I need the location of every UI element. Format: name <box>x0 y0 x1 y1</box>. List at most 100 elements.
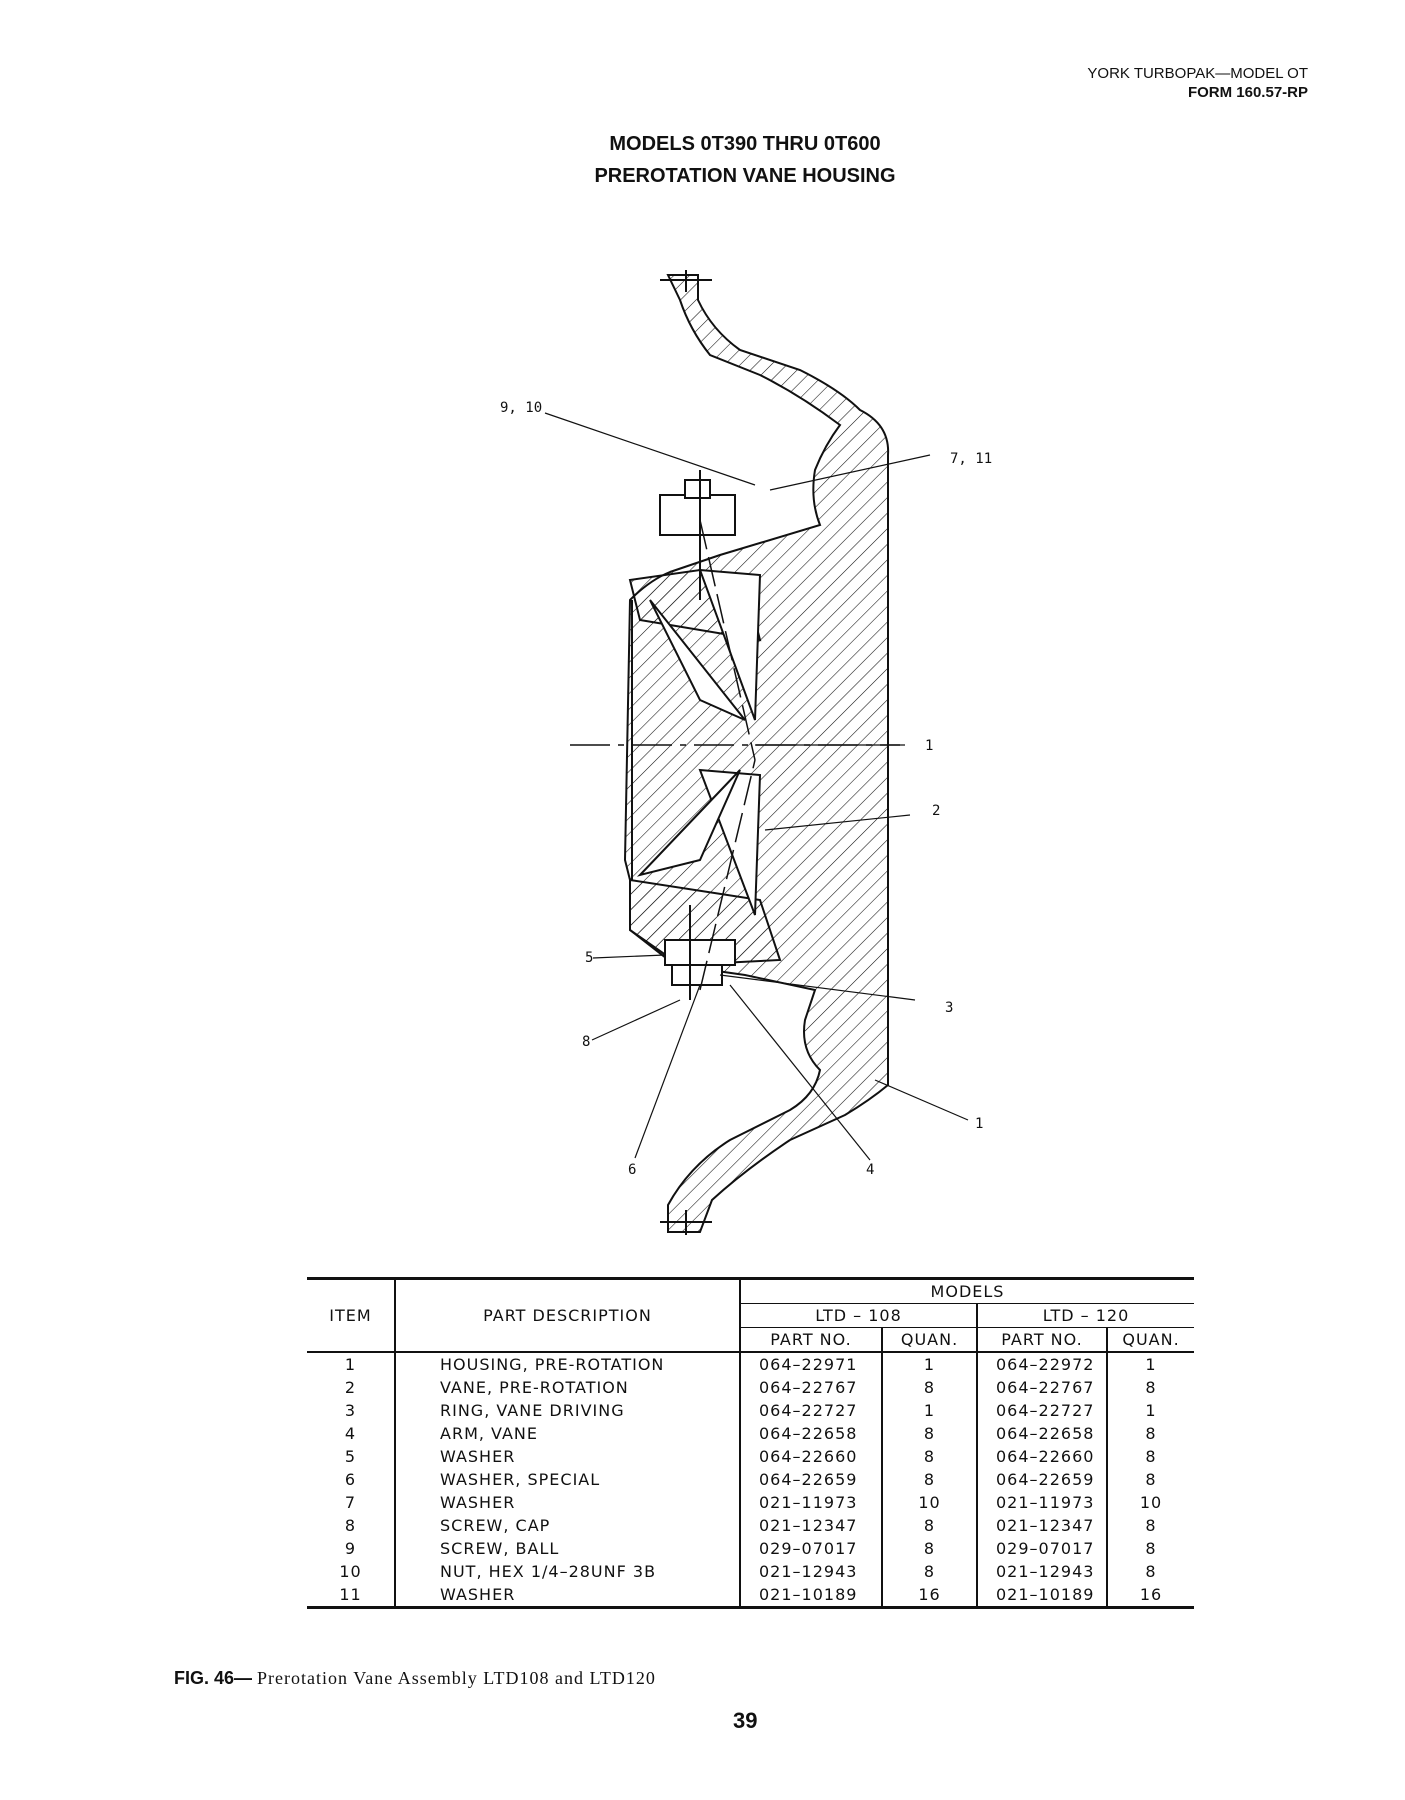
page-header: YORK TURBOPAK—MODEL OT FORM 160.57-RP <box>1087 64 1308 102</box>
page-number: 39 <box>733 1708 758 1733</box>
table-cell-qa: 16 <box>882 1583 978 1609</box>
table-cell-qb: 8 <box>1145 1562 1157 1581</box>
table-cell-pb: 021–12943 <box>977 1560 1108 1583</box>
figure-caption: FIG. 46— Prerotation Vane Assembly LTD10… <box>174 1668 656 1689</box>
header-series: YORK TURBOPAK—MODEL OT <box>1087 65 1308 82</box>
table-cell-qb: 8 <box>1145 1378 1157 1397</box>
table-cell-pa: 064–22971 <box>740 1351 883 1376</box>
table-cell-pa: 064–22660 <box>740 1445 883 1468</box>
table-cell-pa: 064–22767 <box>740 1376 883 1399</box>
title-line-1: MODELS 0T390 THRU 0T600 <box>609 133 881 155</box>
table-cell-pb: 064–22767 <box>977 1376 1108 1399</box>
table-cell-desc: ARM, VANE <box>395 1422 741 1445</box>
table-cell-qa: 8 <box>882 1468 978 1491</box>
table-cell-qa: 1 <box>882 1351 978 1376</box>
table-cell-desc: WASHER <box>395 1445 741 1468</box>
vane-shaft-assemblies <box>659 470 736 1000</box>
table-cell-pa: 064–22659 <box>740 1468 883 1491</box>
table-cell-item: 8 <box>307 1514 396 1537</box>
table-cell-pa: 021–12347 <box>740 1514 883 1537</box>
table-cell-qa: 10 <box>882 1491 978 1514</box>
callout-7-11: 7, 11 <box>950 451 992 467</box>
table-cell-qa: 8 <box>882 1514 978 1537</box>
table-cell-pb: 064–22658 <box>977 1422 1108 1445</box>
table-cell-item: 7 <box>307 1491 396 1514</box>
table-cell-qa: 8 <box>882 1445 978 1468</box>
item-column-header: ITEM <box>307 1277 396 1352</box>
table-cell-qb: 8 <box>1145 1470 1157 1489</box>
table-cell-item: 11 <box>307 1583 396 1609</box>
table-cell-desc: HOUSING, PRE-ROTATION <box>395 1351 741 1376</box>
table-cell-desc: WASHER <box>395 1583 741 1609</box>
table-cell-desc: WASHER <box>395 1491 741 1514</box>
partno-ltd108-header: PART NO. <box>740 1327 883 1352</box>
callout-9-10: 9, 10 <box>500 400 542 416</box>
leader-lines <box>544 412 969 1161</box>
table-cell-pb: 064–22972 <box>977 1351 1108 1376</box>
table-cell-pa: 021–10189 <box>740 1583 883 1609</box>
table-cell-pa: 064–22727 <box>740 1399 883 1422</box>
table-cell-qb: 8 <box>1145 1424 1157 1443</box>
table-cell-pb: 029–07017 <box>977 1537 1108 1560</box>
table-cell-item: 1 <box>307 1351 396 1376</box>
table-subheader-row: PART NO. QUAN. PART NO. QUAN. <box>307 1327 1194 1352</box>
table-cell-item: 10 <box>307 1560 396 1583</box>
table-model-row: LTD – 108 LTD – 120 <box>307 1303 1194 1328</box>
callout-1-upper: 1 <box>925 738 933 754</box>
table-cell-qa: 8 <box>882 1560 978 1583</box>
table-cell-pb: 064–22660 <box>977 1445 1108 1468</box>
table-cell-pb: 064–22727 <box>977 1399 1108 1422</box>
callout-4: 4 <box>866 1162 874 1178</box>
table-cell-qa: 8 <box>882 1376 978 1399</box>
table-cell-desc: NUT, HEX 1/4–28UNF 3B <box>395 1560 741 1583</box>
title-line-2: PREROTATION VANE HOUSING <box>594 165 896 187</box>
models-header: MODELS <box>740 1277 1194 1304</box>
table-cell-qb: 8 <box>1145 1447 1157 1466</box>
callout-numbers: 9, 10 7, 11 1 2 5 3 8 1 6 4 <box>500 400 992 1178</box>
table-cell-desc: RING, VANE DRIVING <box>395 1399 741 1422</box>
table-cell-qa: 8 <box>882 1537 978 1560</box>
table-cell-qb: 16 <box>1107 1583 1194 1609</box>
page-title: MODELS 0T390 THRU 0T600 PREROTATION VANE… <box>0 128 1405 192</box>
table-cell-item: 4 <box>307 1422 396 1445</box>
parts-list-table: ITEM PART DESCRIPTION MODELS LTD – 108 L… <box>307 1277 1194 1609</box>
flange-bolts <box>660 270 712 1235</box>
callout-6: 6 <box>628 1162 636 1178</box>
table-cell-qb: 8 <box>1145 1539 1157 1558</box>
table-cell-pb: 021–11973 <box>977 1491 1108 1514</box>
table-cell-item: 3 <box>307 1399 396 1422</box>
table-cell-qa: 8 <box>882 1422 978 1445</box>
figure-caption-text: Prerotation Vane Assembly LTD108 and LTD… <box>257 1668 656 1688</box>
table-cell-pa: 021–11973 <box>740 1491 883 1514</box>
table-cell-desc: SCREW, BALL <box>395 1537 741 1560</box>
quan-ltd108-header: QUAN. <box>882 1327 978 1352</box>
table-cell-pb: 064–22659 <box>977 1468 1108 1491</box>
table-cell-item: 6 <box>307 1468 396 1491</box>
header-form-number: FORM 160.57-RP <box>1187 84 1308 101</box>
table-cell-item: 5 <box>307 1445 396 1468</box>
vane-housing-cross-section-drawing: 9, 10 7, 11 1 2 5 3 8 1 6 4 <box>500 270 992 1235</box>
table-cell-qa: 1 <box>882 1399 978 1422</box>
inner-bore <box>631 455 889 1085</box>
table-cell-desc: VANE, PRE-ROTATION <box>395 1376 741 1399</box>
table-cell-pa: 029–07017 <box>740 1537 883 1560</box>
callout-8: 8 <box>582 1034 590 1050</box>
quan-ltd120-header: QUAN. <box>1122 1330 1180 1349</box>
table-cell-item: 9 <box>307 1537 396 1560</box>
callout-3: 3 <box>945 1000 953 1016</box>
housing-outline <box>623 274 890 1233</box>
table-cell-desc: SCREW, CAP <box>395 1514 741 1537</box>
table-cell-desc: WASHER, SPECIAL <box>395 1468 741 1491</box>
callout-1-lower: 1 <box>975 1116 983 1132</box>
partno-ltd120-header: PART NO. <box>977 1327 1108 1352</box>
